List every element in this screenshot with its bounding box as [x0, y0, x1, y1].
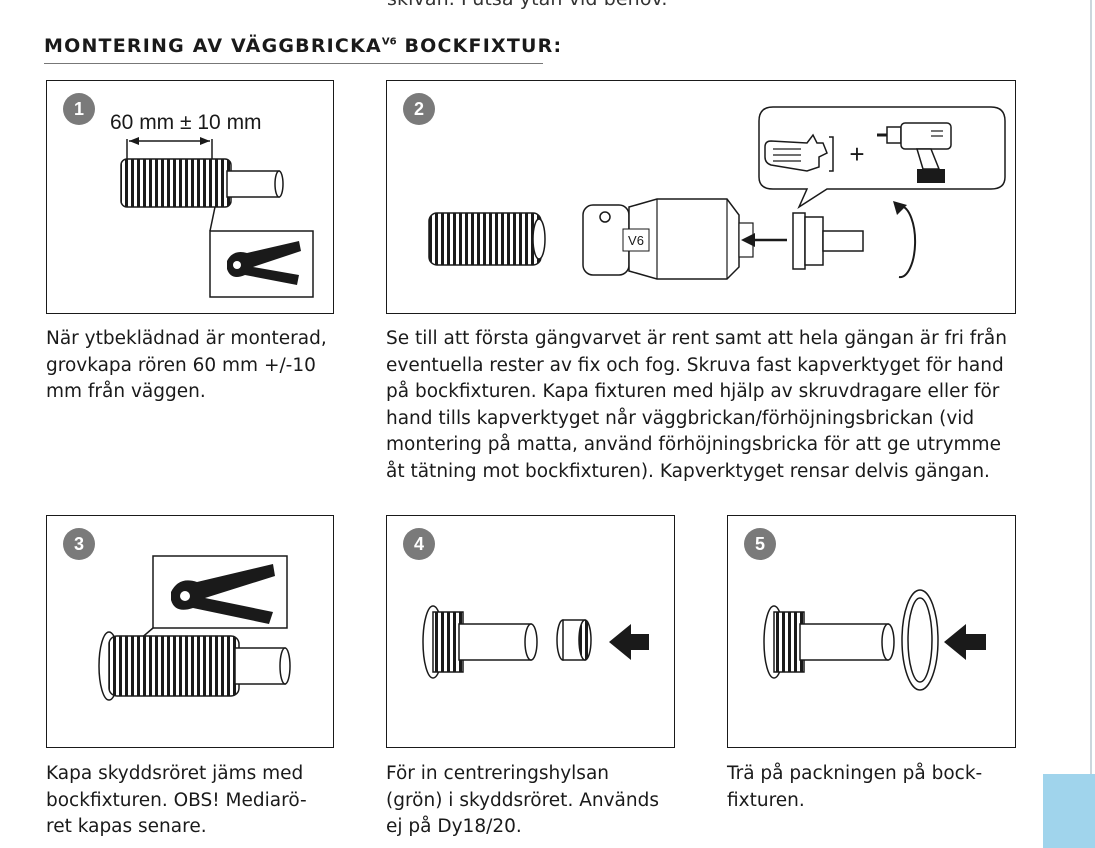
step-4-illustration: 4	[387, 516, 676, 749]
step-3-number: 3	[74, 534, 84, 554]
measurement-arrow	[127, 137, 212, 161]
step-1-caption: När ytbeklädnad är monterad, grovkapa rö…	[46, 326, 346, 406]
fixture-label: V6	[628, 233, 644, 248]
step-2-illustration: 2 V6	[387, 81, 1017, 315]
heading-rest: BOCKFIXTUR:	[397, 35, 563, 57]
previous-section-text: skivan. Putsa ytan vid behov.	[387, 0, 668, 10]
pipe-cutter-icon	[210, 231, 313, 297]
step-3-illustration: 3	[47, 516, 335, 749]
gasket-icon	[902, 590, 938, 690]
arrow-left-icon	[609, 624, 649, 660]
step-4-number: 4	[414, 534, 424, 554]
pipe-icon	[423, 606, 537, 678]
measurement-label: 60 mm ± 10 mm	[110, 111, 262, 134]
pipe-cutter-icon	[153, 556, 287, 628]
section-heading: MONTERING AV VÄGGBRICKAV6 BOCKFIXTUR:	[44, 35, 543, 64]
plus-sign: +	[849, 139, 864, 169]
pipe-icon	[764, 606, 894, 678]
page-edge-rule	[1090, 0, 1092, 848]
step-1-panel: 1 60 mm ± 10 mm	[46, 80, 334, 314]
step-2-panel: 2 V6	[386, 80, 1016, 314]
step-5-panel: 5	[727, 515, 1016, 748]
step-5-illustration: 5	[728, 516, 1017, 749]
cutting-tool-icon	[793, 213, 863, 269]
step-4-panel: 4	[386, 515, 675, 748]
step-5-number: 5	[755, 534, 765, 554]
step-1-illustration: 1 60 mm ± 10 mm	[47, 81, 335, 315]
arrow-left-icon	[944, 624, 986, 660]
pipe-icon	[429, 213, 545, 265]
step-4-caption: För in centreringshylsan (grön) i skydds…	[386, 761, 686, 841]
step-1-number: 1	[74, 99, 84, 119]
pipe-icon	[121, 159, 283, 207]
step-5-caption: Trä på packningen på bock- fixturen.	[727, 761, 1027, 814]
step-3-panel: 3	[46, 515, 334, 748]
step-3-caption: Kapa skyddsröret jäms med bockfixturen. …	[46, 761, 346, 841]
heading-superscript: V6	[382, 37, 397, 48]
centering-sleeve-icon	[557, 620, 591, 660]
bock-fixture-icon: V6	[583, 199, 753, 279]
step-2-number: 2	[414, 99, 424, 119]
pipe-icon	[99, 632, 290, 700]
chapter-tab	[1043, 774, 1095, 848]
step-2-caption: Se till att första gängvarvet är rent sa…	[386, 326, 1036, 485]
heading-main: MONTERING AV VÄGGBRICKA	[44, 35, 382, 57]
rotate-icon	[893, 201, 915, 277]
